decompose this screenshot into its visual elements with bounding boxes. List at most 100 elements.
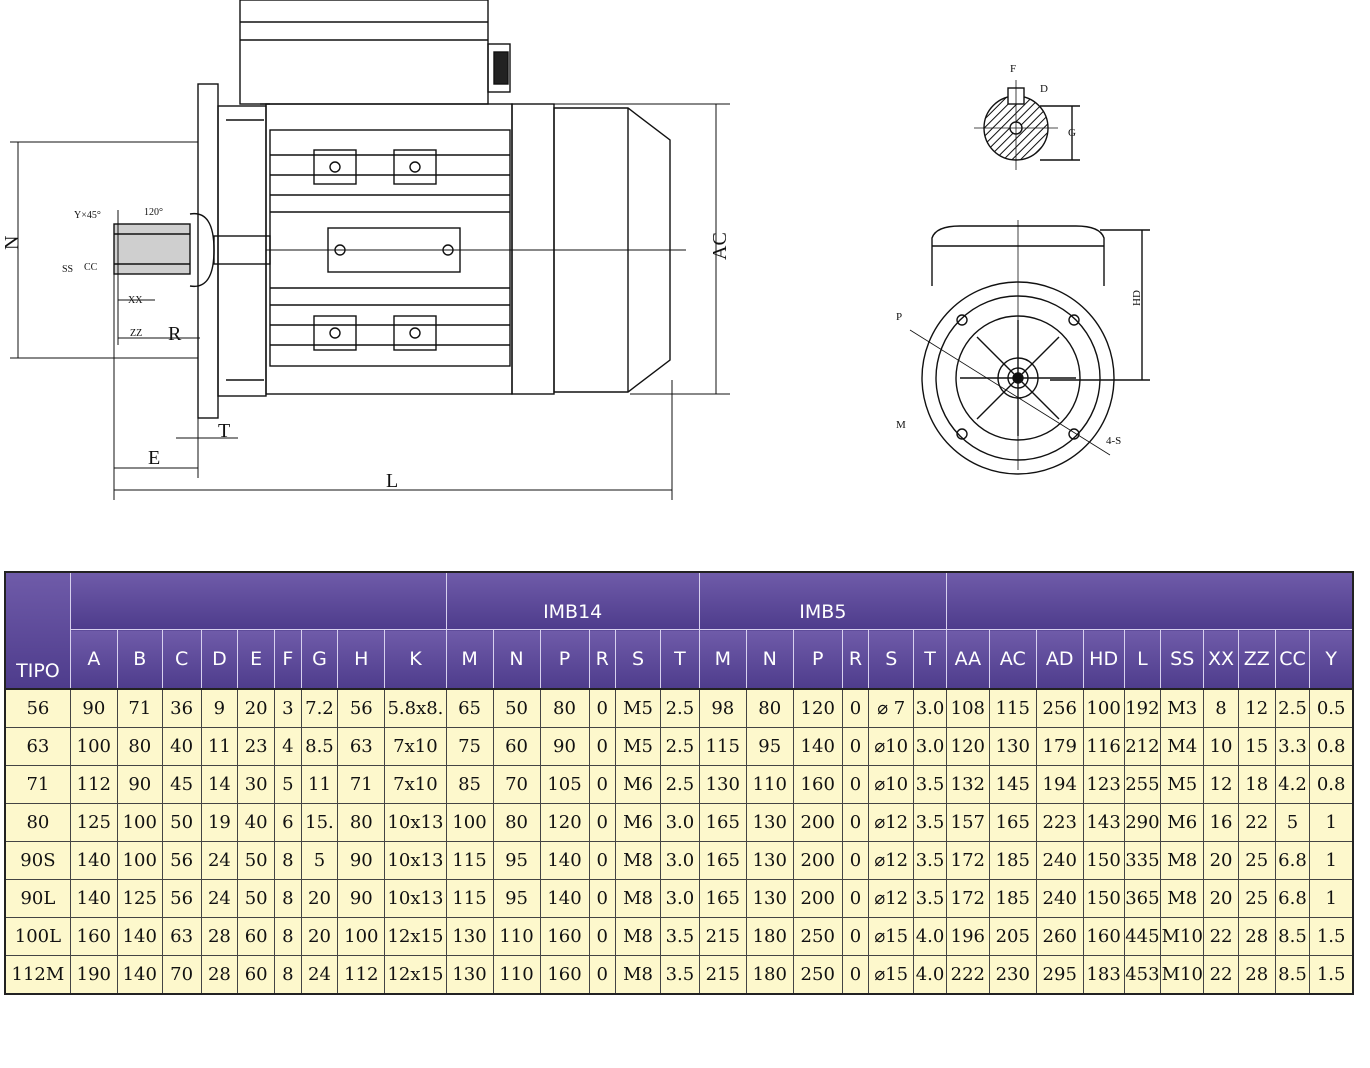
table-cell: 6.8	[1274, 879, 1311, 918]
table-cell: M5	[615, 727, 661, 766]
table-cell: 172	[945, 841, 990, 880]
column-header: AD	[1035, 629, 1084, 690]
group-header-imb14: IMB14	[445, 571, 700, 630]
row-type-cell: 112M	[4, 955, 71, 995]
table-cell: 56	[161, 841, 202, 880]
table-cell: 140	[539, 841, 590, 880]
table-cell: 12x15	[384, 955, 447, 995]
table-cell: 10	[1203, 727, 1239, 766]
label-f: F	[1010, 63, 1016, 75]
table-cell: 3.5	[659, 955, 700, 995]
label-chamfer: Y×45°	[74, 210, 101, 221]
table-cell: 3.0	[659, 803, 700, 842]
table-cell: 240	[1035, 879, 1084, 918]
table-cell: 14	[200, 765, 239, 804]
label-t: T	[218, 420, 230, 442]
table-cell: 223	[1035, 803, 1084, 842]
table-cell: 71	[337, 765, 386, 804]
column-header: HD	[1082, 629, 1125, 690]
table-cell: 100	[1082, 688, 1125, 728]
column-header: C	[161, 629, 202, 690]
column-header: P	[792, 629, 843, 690]
table-cell: 1	[1309, 841, 1354, 880]
label-ac: AC	[709, 232, 731, 260]
column-header: P	[539, 629, 590, 690]
table-cell: 130	[445, 955, 494, 995]
table-cell: 18	[1237, 765, 1276, 804]
terminal-box	[239, 0, 511, 105]
table-cell: 140	[116, 917, 163, 956]
table-cell: 60	[237, 955, 276, 995]
column-header: T	[913, 629, 947, 690]
table-cell: 0	[588, 879, 617, 918]
table-cell: 0	[841, 917, 870, 956]
table-cell: 116	[1082, 727, 1125, 766]
table-cell: 50	[161, 803, 202, 842]
table-cell: 1.5	[1309, 955, 1354, 995]
table-cell: 3.0	[913, 688, 947, 728]
column-header: AA	[945, 629, 990, 690]
column-header: A	[69, 629, 118, 690]
table-cell: 160	[539, 917, 590, 956]
table-cell: 28	[1237, 917, 1276, 956]
table-cell: 7x10	[384, 727, 447, 766]
table-cell: 28	[1237, 955, 1276, 995]
table-cell: 4	[274, 727, 302, 766]
table-cell: 90	[337, 879, 386, 918]
table-cell: 145	[988, 765, 1037, 804]
label-s: 4-S	[1106, 435, 1121, 447]
table-cell: ⌀12	[868, 841, 915, 880]
table-cell: 120	[539, 803, 590, 842]
column-header: T	[659, 629, 700, 690]
table-cell: 130	[745, 879, 794, 918]
table-cell: 192	[1123, 688, 1162, 728]
group-header-other	[945, 571, 1354, 630]
table-cell: 90	[337, 841, 386, 880]
table-cell: 30	[237, 765, 276, 804]
table-cell: 28	[200, 955, 239, 995]
table-cell: 172	[945, 879, 990, 918]
table-cell: 11	[200, 727, 239, 766]
table-cell: 20	[1203, 841, 1239, 880]
table-cell: 8.5	[300, 727, 339, 766]
table-cell: 230	[988, 955, 1037, 995]
table-cell: 56	[161, 879, 202, 918]
table-cell: 0	[841, 765, 870, 804]
table-cell: 212	[1123, 727, 1162, 766]
table-cell: 179	[1035, 727, 1084, 766]
table-cell: 295	[1035, 955, 1084, 995]
table-cell: 25	[1237, 841, 1276, 880]
table-cell: 0	[588, 688, 617, 728]
table-cell: 160	[1082, 917, 1125, 956]
label-zz: ZZ	[130, 328, 142, 339]
table-cell: 0	[588, 765, 617, 804]
group-header-imb5: IMB5	[698, 571, 947, 630]
table-cell: 20	[300, 879, 339, 918]
table-cell: 125	[69, 803, 118, 842]
table-cell: 3.0	[913, 727, 947, 766]
table-cell: 63	[161, 917, 202, 956]
table-cell: ⌀ 7	[868, 688, 915, 728]
table-cell: 3	[274, 688, 302, 728]
table-cell: 123	[1082, 765, 1125, 804]
table-cell: 90	[116, 765, 163, 804]
label-r: R	[168, 323, 182, 345]
label-d: D	[1040, 83, 1048, 95]
column-header: M	[698, 629, 747, 690]
table-cell: 3.0	[659, 841, 700, 880]
table-cell: 100	[116, 841, 163, 880]
table-cell: 23	[237, 727, 276, 766]
table-cell: 98	[698, 688, 747, 728]
table-cell: 290	[1123, 803, 1162, 842]
label-angle: 120°	[144, 207, 163, 218]
table-cell: M6	[615, 803, 661, 842]
table-cell: 140	[69, 879, 118, 918]
table-cell: 24	[300, 955, 339, 995]
table-cell: 2.5	[659, 765, 700, 804]
table-cell: 3.3	[1274, 727, 1311, 766]
column-header: L	[1123, 629, 1162, 690]
table-cell: 115	[445, 841, 494, 880]
table-cell: 112	[69, 765, 118, 804]
